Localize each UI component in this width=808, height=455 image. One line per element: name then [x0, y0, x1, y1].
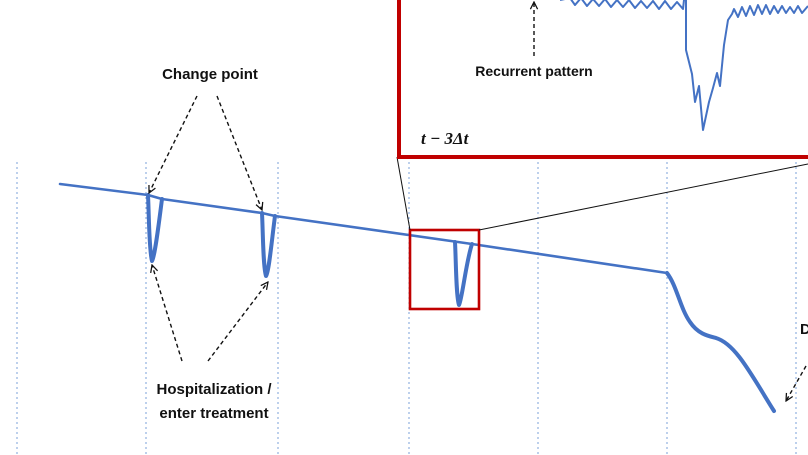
arrow-change-point-left: [149, 95, 198, 193]
trajectory: [58, 182, 776, 413]
inset-signal: [560, 0, 808, 131]
change-point-label: Change point: [162, 66, 258, 83]
hospitalization-label-line1: Hospitalization /: [156, 381, 272, 398]
dip-2: [260, 211, 277, 278]
time-label: t − 3Δt: [421, 129, 470, 148]
trajectory-baseline: [58, 182, 669, 275]
decline-curve: [665, 271, 776, 413]
dip-1: [146, 193, 164, 263]
recurrent-pattern-label: Recurrent pattern: [475, 63, 592, 79]
arrow-hospitalization-right: [207, 282, 268, 362]
annotation-arrows: [149, 2, 807, 401]
hospitalization-label-line2: enter treatment: [159, 405, 268, 422]
partial-right-label: D: [800, 321, 808, 338]
dip-3: [453, 240, 474, 307]
arrow-change-point-right: [216, 95, 262, 210]
zoom-inset: [397, 0, 808, 159]
zoom-inset-border: [397, 0, 808, 159]
highlight-box-small: [408, 228, 481, 311]
arrow-hospitalization-left: [152, 265, 183, 362]
zoom-connector-left: [396, 156, 411, 231]
zoom-connectors: [396, 156, 808, 231]
zoom-inset-background: [399, 0, 808, 157]
zoom-connector-right: [478, 163, 808, 231]
